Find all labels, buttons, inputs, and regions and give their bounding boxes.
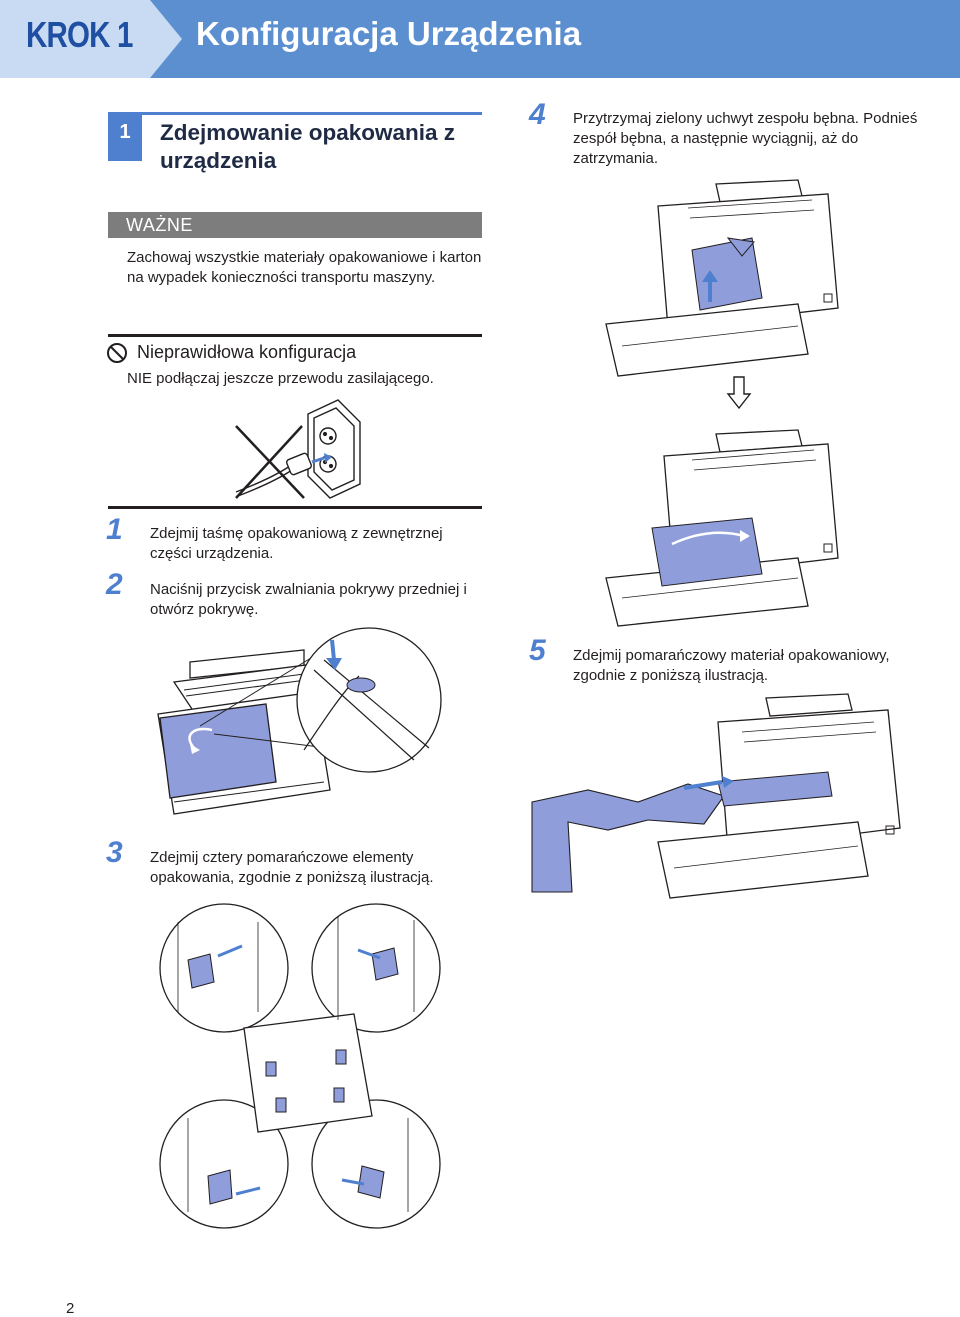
improper-setup-rule-bottom — [108, 506, 482, 509]
packing-material-illustration — [531, 693, 901, 899]
improper-setup-rule — [108, 334, 482, 337]
important-bar — [108, 212, 482, 238]
step-chevron — [0, 0, 182, 78]
step-number: 4 — [529, 98, 546, 131]
step-text: Zdejmij pomarańczowy materiał opakowanio… — [573, 647, 890, 684]
drum-unit-out-illustration — [605, 429, 839, 627]
section-number: 1 — [108, 115, 142, 161]
section-title: Zdejmowanie opakowania z urządzenia — [160, 120, 456, 173]
down-arrow-icon — [726, 376, 752, 410]
power-plug-illustration — [235, 399, 361, 499]
step-label: KROK 1 — [26, 14, 133, 55]
step-text: Zdejmij cztery pomarańczowe elementy opa… — [150, 849, 434, 886]
step-number: 3 — [106, 836, 123, 869]
prohibited-icon — [107, 343, 127, 363]
drum-unit-lift-illustration — [605, 179, 839, 377]
step-number: 2 — [106, 568, 123, 601]
printer-front-cover-illustration — [157, 627, 442, 815]
page-number: 2 — [66, 1300, 75, 1317]
page-title: Konfiguracja Urządzenia — [196, 15, 582, 52]
step-text: Przytrzymaj zielony uchwyt zespołu bębna… — [573, 110, 918, 167]
step-text: Naciśnij przycisk zwalniania pokrywy prz… — [150, 581, 467, 618]
packing-pieces-illustration — [159, 903, 441, 1229]
improper-setup-text: NIE podłączaj jeszcze przewodu zasilając… — [127, 370, 434, 387]
improper-setup-title: Nieprawidłowa konfiguracja — [137, 342, 357, 362]
important-label: WAŻNE — [126, 215, 193, 235]
step-number: 1 — [106, 513, 123, 546]
step-number: 5 — [529, 634, 546, 667]
section-rule — [108, 112, 482, 115]
important-text: Zachowaj wszystkie materiały opakowaniow… — [127, 249, 482, 286]
step-text: Zdejmij taśmę opakowaniową z zewnętrznej… — [150, 525, 443, 562]
